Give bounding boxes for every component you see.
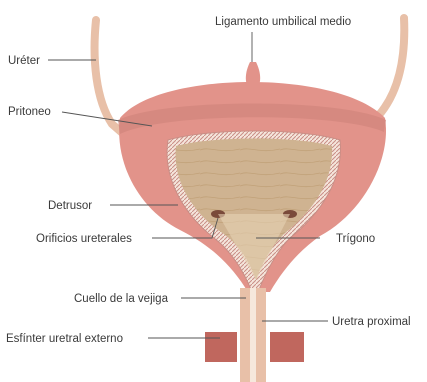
urethra-lumen bbox=[250, 288, 256, 382]
median-umbilical-ligament bbox=[246, 62, 260, 88]
label-ligamento: Ligamento umbilical medio bbox=[215, 16, 351, 28]
sphincter-right bbox=[270, 332, 304, 362]
sphincter-left bbox=[205, 332, 237, 362]
label-orificios: Orificios ureterales bbox=[36, 233, 132, 245]
label-ureter: Uréter bbox=[8, 55, 40, 67]
label-cuello: Cuello de la vejiga bbox=[74, 293, 169, 305]
label-uretra: Uretra proximal bbox=[332, 316, 411, 328]
label-peritoneo: Pritoneo bbox=[8, 106, 51, 118]
label-esfinter: Esfínter uretral externo bbox=[6, 333, 123, 345]
label-trigono: Trígono bbox=[336, 233, 375, 245]
label-detrusor: Detrusor bbox=[48, 200, 92, 212]
